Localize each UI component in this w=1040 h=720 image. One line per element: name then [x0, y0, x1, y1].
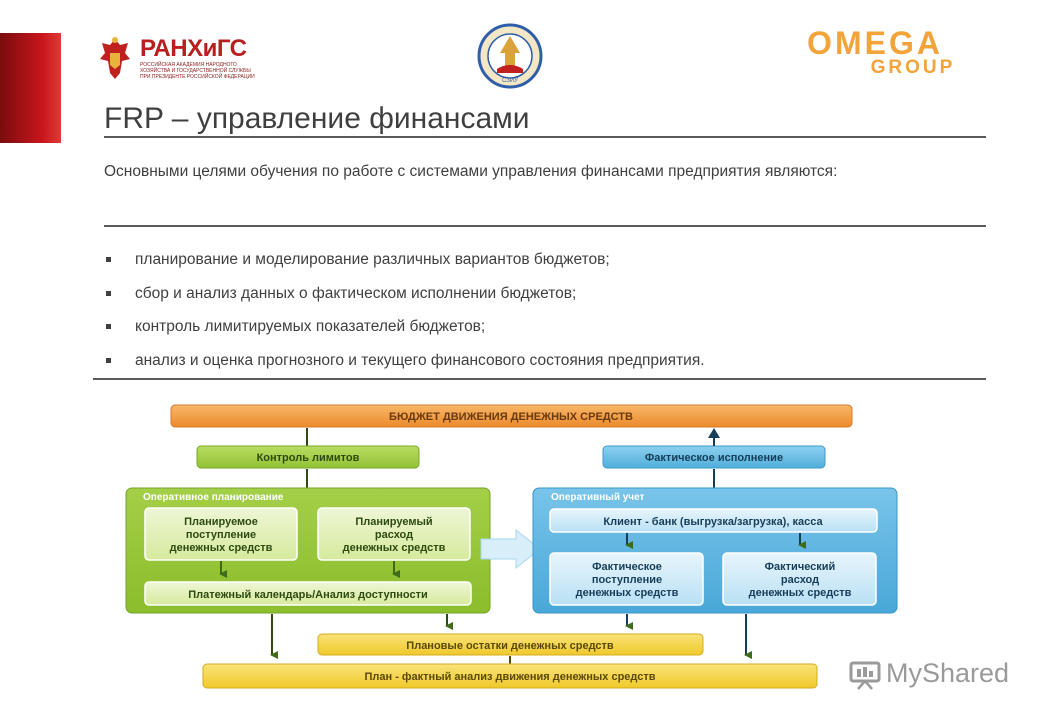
watermark-text: MyShared [886, 658, 1010, 688]
planned-income-line2: поступление [186, 529, 256, 541]
ranepa-name: РАНХиГС [140, 35, 247, 62]
bullet-icon [106, 357, 111, 363]
planned-income-line3: денежных средств [170, 542, 273, 554]
bullet-icon [106, 257, 111, 262]
plan-fact-analysis-label: План - фактный анализ движения денежных … [364, 671, 655, 683]
list-item: планирование и моделирование различных в… [104, 248, 964, 282]
planned-income-box: Планируемое поступление денежных средств [144, 507, 298, 561]
actual-execution-box: Фактическое исполнение [602, 445, 826, 469]
budget-cashflow-box: БЮДЖЕТ ДВИЖЕНИЯ ДЕНЕЖНЫХ СРЕДСТВ [170, 404, 853, 428]
omega-group-logo: OMEGA GROUP [807, 28, 956, 78]
bullet-icon [106, 290, 111, 296]
ranepa-logo: РАНХиГС Российская академия народного хо… [98, 35, 258, 83]
planned-income-line1: Планируемое [184, 516, 258, 528]
actual-income-box: Фактическое поступление денежных средств [549, 552, 704, 606]
limit-control-label: Контроль лимитов [257, 452, 360, 464]
client-bank-label: Клиент - банк (выгрузка/загрузка), касса [603, 516, 823, 528]
payment-calendar-box: Платежный календарь/Анализ доступности [144, 581, 472, 606]
page-title: FRP – управление финансами [104, 102, 530, 135]
institute-seal-icon: СЗИУ [477, 23, 543, 89]
title-divider [104, 136, 986, 138]
operational-planning-panel: Оперативное планирование Планируемое пос… [125, 487, 491, 614]
actual-income-line1: Фактическое [592, 561, 662, 573]
payment-calendar-label: Платежный календарь/Анализ доступности [188, 589, 427, 601]
presentation-board-icon [849, 661, 881, 690]
myshared-watermark: MyShared [848, 656, 1010, 696]
actual-expense-line1: Фактический [765, 561, 836, 573]
omega-logo-text: OMEGA [807, 28, 943, 61]
planned-expense-line3: денежных средств [343, 542, 446, 554]
operational-planning-label: Оперативное планирование [143, 492, 284, 503]
goals-list: планирование и моделирование различных в… [104, 248, 964, 382]
actual-expense-box: Фактический расход денежных средств [722, 552, 877, 606]
planned-balances-box: Плановые остатки денежных средств [317, 633, 704, 656]
planned-balances-label: Плановые остатки денежных средств [406, 640, 614, 652]
actual-expense-line3: денежных средств [749, 587, 852, 599]
planned-expense-box: Планируемый расход денежных средств [317, 507, 471, 561]
list-item-text: контроль лимитируемых показателей бюджет… [135, 318, 486, 335]
actual-execution-label: Фактическое исполнение [645, 452, 783, 464]
red-accent-bar [0, 33, 61, 143]
plan-fact-analysis-box: План - фактный анализ движения денежных … [202, 663, 818, 689]
list-item-text: анализ и оценка прогнозного и текущего ф… [135, 351, 705, 369]
seal-label: СЗИУ [502, 78, 518, 84]
arrow-execution-to-budget [708, 428, 720, 446]
client-bank-box: Клиент - банк (выгрузка/загрузка), касса [549, 508, 878, 533]
double-headed-eagle-icon [100, 37, 130, 79]
planning-to-accounting-arrow [480, 528, 541, 570]
planned-expense-line1: Планируемый [355, 516, 432, 528]
budget-label: БЮДЖЕТ ДВИЖЕНИЯ ДЕНЕЖНЫХ СРЕДСТВ [389, 411, 633, 423]
list-item-text: сбор и анализ данных о фактическом испол… [135, 284, 577, 302]
operational-accounting-label: Оперативный учет [551, 492, 645, 503]
bullet-icon [106, 324, 111, 329]
intro-text: Основными целями обучения по работе с си… [104, 163, 838, 180]
limit-control-box: Контроль лимитов [196, 445, 420, 469]
operational-accounting-panel: Оперативный учет Клиент - банк (выгрузка… [532, 487, 898, 614]
actual-income-line2: поступление [592, 574, 662, 586]
intro-divider [104, 225, 986, 227]
list-item-text: планирование и моделирование различных в… [135, 251, 610, 268]
list-item: контроль лимитируемых показателей бюджет… [104, 315, 964, 349]
list-item: анализ и оценка прогнозного и текущего ф… [104, 349, 964, 383]
list-item: сбор и анализ данных о фактическом испол… [104, 282, 964, 316]
list-divider [93, 378, 986, 380]
planned-expense-line2: расход [375, 529, 413, 541]
actual-expense-line2: расход [781, 574, 819, 586]
ranepa-subtitle: Российская академия народного хозяйства … [140, 62, 255, 80]
group-logo-text: GROUP [871, 57, 956, 78]
actual-income-line3: денежных средств [576, 587, 679, 599]
